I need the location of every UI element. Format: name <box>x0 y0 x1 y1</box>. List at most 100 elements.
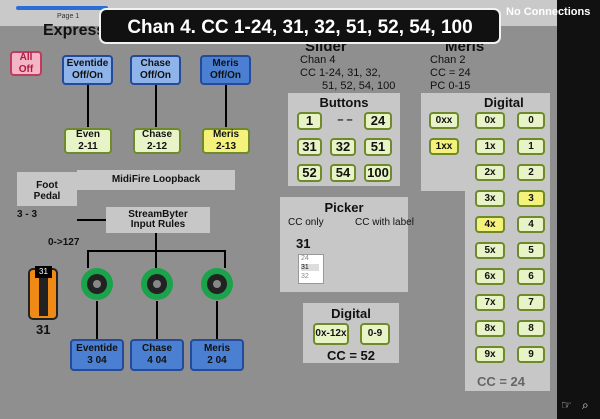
slider-cc-line2: 51, 52, 54, 100 <box>322 80 396 92</box>
ones-button-0[interactable]: 0 <box>517 112 545 129</box>
picker-cc-only: CC only <box>288 217 324 228</box>
center-digital-title: Digital <box>331 306 371 321</box>
chase-cc-button[interactable]: Chase 2-12 <box>133 128 181 154</box>
pedal-track <box>39 274 48 316</box>
ones-button-3[interactable]: 3 <box>517 190 545 207</box>
meris-cc: CC = 24 <box>430 67 471 79</box>
meris-toggle-button[interactable]: Meris Off/On <box>200 55 251 85</box>
buttons-title: Buttons <box>319 95 369 110</box>
picker-value: 31 <box>296 236 311 251</box>
picker-item[interactable]: 32 <box>301 273 309 280</box>
cc-button-32[interactable]: 32 <box>330 138 356 156</box>
eventide-out-button[interactable]: Eventide 3 04 <box>70 339 124 371</box>
arrow-chase-out <box>156 301 158 339</box>
pedal-value: 31 <box>36 322 51 337</box>
streambyter-panel: StreamByter Input Rules <box>106 207 210 233</box>
picker-item-selected[interactable]: 31 <box>301 264 319 271</box>
meris-out-button[interactable]: Meris 2 04 <box>190 339 244 371</box>
right-sidebar <box>557 0 600 419</box>
arrow-split-right <box>224 250 226 268</box>
chase-knob-icon[interactable] <box>140 267 174 301</box>
arrow-split-mid <box>155 250 157 268</box>
express-title: Express <box>43 22 106 39</box>
ones-button-5[interactable]: 5 <box>517 242 545 259</box>
picker-panel: Picker CC only CC with label 31 24 31 32 <box>280 197 414 292</box>
buttons-panel: Buttons 1 – – 24 31 32 51 52 54 100 <box>288 93 400 186</box>
cc-button-1[interactable]: 1 <box>297 112 322 130</box>
center-digital-panel: Digital 0x-12x 0-9 CC = 52 <box>303 303 399 363</box>
cc-button-100[interactable]: 100 <box>364 164 392 182</box>
arrow-stream-down <box>155 233 157 251</box>
streambyter-label: StreamByter Input Rules <box>128 209 188 230</box>
tens-button-0[interactable]: 0x <box>475 112 505 129</box>
ones-button-2[interactable]: 2 <box>517 164 545 181</box>
picker-cc-label: CC with label <box>355 217 414 228</box>
cc-button-ellipsis: – – <box>337 114 353 126</box>
cc-button-24[interactable]: 24 <box>364 112 392 130</box>
tens-button-5[interactable]: 5x <box>475 242 505 259</box>
midifire-label: MidiFire Loopback <box>111 174 201 185</box>
connection-status: No Connections <box>506 6 591 18</box>
tens-button-1[interactable]: 1x <box>475 138 505 155</box>
midifire-panel: MidiFire Loopback <box>77 170 235 190</box>
arrow-chase <box>155 85 157 127</box>
ones-button-4[interactable]: 4 <box>517 216 545 233</box>
cc-button-52[interactable]: 52 <box>297 164 322 182</box>
tens-button-6[interactable]: 6x <box>475 268 505 285</box>
chase-toggle-button[interactable]: Chase Off/On <box>130 55 181 85</box>
hundreds-button-1[interactable]: 1xx <box>429 138 459 155</box>
picker-wheel[interactable]: 24 31 32 <box>298 254 324 284</box>
cc-tooltip: Chan 4. CC 1-24, 31, 32, 51, 52, 54, 100 <box>99 8 501 44</box>
arrow-meris <box>225 85 227 127</box>
tens-button-4[interactable]: 4x <box>475 216 505 233</box>
arrow-eventide <box>87 85 89 127</box>
picker-item[interactable]: 24 <box>301 255 309 262</box>
ones-button-8[interactable]: 8 <box>517 320 545 337</box>
arrow-streambyter <box>77 219 106 221</box>
ones-button-9[interactable]: 9 <box>517 346 545 363</box>
page-label: Page 1 <box>57 13 80 20</box>
digital-tens-button[interactable]: 0x-12x <box>313 323 349 345</box>
meris-pc: PC 0-15 <box>430 80 471 92</box>
foot-pedal-label: Foot Pedal <box>33 180 61 202</box>
ones-button-7[interactable]: 7 <box>517 294 545 311</box>
all-off-button[interactable]: All Off <box>10 51 42 76</box>
page-progress <box>16 6 108 10</box>
cc-button-54[interactable]: 54 <box>330 164 356 182</box>
cc-button-51[interactable]: 51 <box>364 138 392 156</box>
hundreds-button-0[interactable]: 0xx <box>429 112 459 129</box>
zoom-icon[interactable]: ⌕ <box>582 398 589 412</box>
tens-button-9[interactable]: 9x <box>475 346 505 363</box>
eventide-knob-icon[interactable] <box>80 267 114 301</box>
tens-button-7[interactable]: 7x <box>475 294 505 311</box>
foot-pedal-panel: Foot Pedal <box>17 172 77 206</box>
range-label-2: 0->127 <box>48 237 80 248</box>
tens-button-2[interactable]: 2x <box>475 164 505 181</box>
arrow-meris-out <box>216 301 218 339</box>
meris-cc-button[interactable]: Meris 2-13 <box>202 128 250 154</box>
arrow-split-left <box>87 250 89 268</box>
slider-chan: Chan 4 <box>300 54 336 66</box>
center-digital-cc: CC = 52 <box>326 348 376 363</box>
pedal-widget[interactable]: 31 <box>28 266 58 320</box>
range-label-1: 3 - 3 <box>17 209 38 220</box>
ones-button-6[interactable]: 6 <box>517 268 545 285</box>
meris-digital-cc: CC = 24 <box>476 374 526 389</box>
cc-button-31[interactable]: 31 <box>297 138 322 156</box>
picker-title: Picker <box>324 200 364 215</box>
slider-cc-line1: CC 1-24, 31, 32, <box>300 67 381 79</box>
meris-digital-title: Digital <box>484 95 524 110</box>
digital-ones-button[interactable]: 0-9 <box>360 323 390 345</box>
tens-button-3[interactable]: 3x <box>475 190 505 207</box>
arrow-eventide-out <box>96 301 98 339</box>
cursor-icon[interactable]: ☞ <box>561 398 572 412</box>
meris-chan: Chan 2 <box>430 54 466 66</box>
ones-button-1[interactable]: 1 <box>517 138 545 155</box>
eventide-toggle-button[interactable]: Eventide Off/On <box>62 55 113 85</box>
chase-out-button[interactable]: Chase 4 04 <box>130 339 184 371</box>
pedal-small-value: 31 <box>35 266 52 278</box>
tens-button-8[interactable]: 8x <box>475 320 505 337</box>
meris-knob-icon[interactable] <box>200 267 234 301</box>
eventide-cc-button[interactable]: Even 2-11 <box>64 128 112 154</box>
